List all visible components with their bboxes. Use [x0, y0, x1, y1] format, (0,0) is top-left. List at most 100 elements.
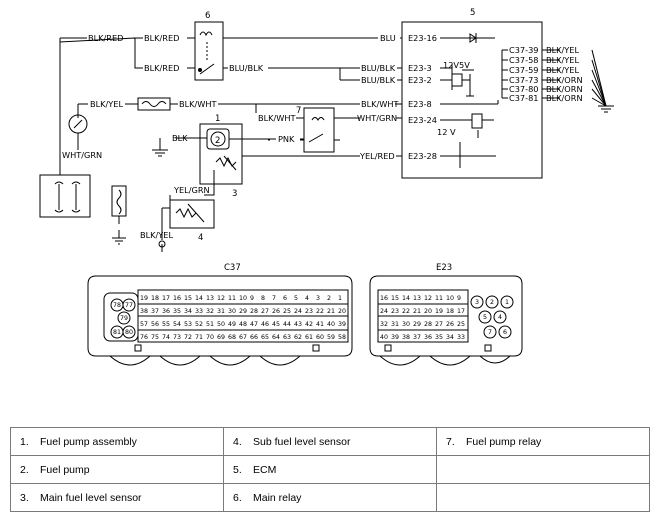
- c37-pin: 39: [338, 321, 346, 328]
- right-wire-label: BLK/ORN: [546, 75, 583, 85]
- c37-pin: 40: [327, 321, 335, 328]
- c37-pin: 69: [217, 334, 225, 341]
- e23-pin: 16: [380, 295, 388, 302]
- c37-pin: 43: [294, 321, 302, 328]
- e23-pin: 5: [483, 314, 487, 321]
- c37-pin: 53: [184, 321, 192, 328]
- e23-pin: 24: [380, 308, 388, 315]
- legend-number: 4.: [233, 435, 242, 448]
- e23-pin: 13: [413, 295, 421, 302]
- c37-pin: 52: [195, 321, 203, 328]
- e23-pin: 18: [446, 308, 454, 315]
- c37-pin: 81: [113, 329, 121, 336]
- ecm-terminal: E23-16: [408, 33, 437, 43]
- wire-label: BLK/WHT: [361, 99, 400, 109]
- e23-pin: 19: [435, 308, 443, 315]
- sub-fuel-level-sensor-box: [169, 199, 215, 229]
- legend-number: 1.: [20, 435, 29, 448]
- junction-box: [39, 174, 91, 218]
- legend-number: 7.: [446, 435, 455, 448]
- c37-pin: 25: [283, 308, 291, 315]
- e23-pin: 40: [380, 334, 388, 341]
- c37-pin: 31: [217, 308, 225, 315]
- right-wire-label: BLK/ORN: [546, 84, 583, 94]
- c37-pin: 37: [151, 308, 159, 315]
- e23-connector-outline: [369, 275, 523, 357]
- c37-pin: 11: [228, 295, 236, 302]
- e23-pin: 17: [457, 308, 465, 315]
- c37-pin: 35: [173, 308, 181, 315]
- e23-pin: 39: [391, 334, 399, 341]
- e23-pin: 26: [446, 321, 454, 328]
- legend-text: Sub fuel level sensor: [253, 435, 351, 448]
- c37-pin: 42: [305, 321, 313, 328]
- wire-label: BLK/RED: [88, 33, 123, 43]
- legend-text: Fuel pump relay: [466, 435, 542, 448]
- legend-cell: 7. Fuel pump relay: [436, 427, 650, 456]
- c37-pin: 6: [283, 295, 287, 302]
- legend-number: 3.: [20, 491, 29, 504]
- voltage-label: 5V: [459, 60, 470, 70]
- c37-pin: 45: [272, 321, 280, 328]
- right-wire-label: BLK/YEL: [546, 45, 579, 55]
- ecm-terminal: C37-81: [509, 93, 539, 103]
- c37-pin: 66: [250, 334, 258, 341]
- right-wire-label: BLK/YEL: [546, 65, 579, 75]
- c37-pin: 3: [316, 295, 320, 302]
- e23-pin: 7: [488, 329, 492, 336]
- wire-label: WHT/GRN: [357, 113, 397, 123]
- wire-label: BLK/RED: [144, 63, 179, 73]
- c37-pin: 19: [140, 295, 148, 302]
- c37-pin: 62: [294, 334, 302, 341]
- e23-pin: 12: [424, 295, 432, 302]
- e23-pin: 9: [457, 295, 461, 302]
- e23-pin: 30: [402, 321, 410, 328]
- c37-pin: 74: [162, 334, 170, 341]
- e23-pin: 33: [457, 334, 465, 341]
- voltage-label: 12V: [443, 60, 459, 70]
- c37-pin: 38: [140, 308, 148, 315]
- wire-label: BLU/BLK: [361, 75, 396, 85]
- e23-pin: 11: [435, 295, 443, 302]
- legend-cell: [436, 455, 650, 484]
- voltage-label: 12 V: [437, 127, 456, 137]
- legend-text: Fuel pump assembly: [40, 435, 137, 448]
- c37-pin: 72: [184, 334, 192, 341]
- c37-pin: 27: [261, 308, 269, 315]
- e23-pin: 37: [413, 334, 421, 341]
- fuel-pump-relay-box: [303, 107, 335, 153]
- c37-pin: 21: [327, 308, 335, 315]
- legend-number: 6.: [233, 491, 242, 504]
- ecm-terminal: C37-59: [509, 65, 539, 75]
- e23-pin: 1: [505, 299, 509, 306]
- c37-pin: 48: [239, 321, 247, 328]
- c37-pin: 77: [125, 302, 133, 309]
- right-wire-label: BLK/YEL: [546, 55, 579, 65]
- c37-pin: 17: [162, 295, 170, 302]
- legend-cell: 1. Fuel pump assembly: [10, 427, 224, 456]
- c37-pin: 47: [250, 321, 258, 328]
- e23-pin: 27: [435, 321, 443, 328]
- ecm-terminal: C37-58: [509, 55, 539, 65]
- wire-label: YEL/GRN: [173, 185, 210, 195]
- c37-pin: 10: [239, 295, 247, 302]
- ecm-terminal: E23-28: [408, 151, 437, 161]
- legend-text: Main fuel level sensor: [40, 491, 142, 504]
- e23-pin: 14: [402, 295, 410, 302]
- e23-pin: 23: [391, 308, 399, 315]
- e23-title: E23: [436, 263, 452, 273]
- e23-pin: 38: [402, 334, 410, 341]
- c37-pin: 60: [316, 334, 324, 341]
- c37-pin: 14: [195, 295, 203, 302]
- c37-pin: 76: [140, 334, 148, 341]
- component-number-5: 5: [470, 8, 475, 18]
- legend-text: Fuel pump: [40, 463, 90, 476]
- c37-pin: 73: [173, 334, 181, 341]
- c37-pin: 22: [316, 308, 324, 315]
- c37-pin: 20: [338, 308, 346, 315]
- right-wire-label: BLK/ORN: [546, 93, 583, 103]
- wire-label: BLK/WHT: [179, 99, 218, 109]
- legend-cell: 6.Main relay: [223, 483, 437, 512]
